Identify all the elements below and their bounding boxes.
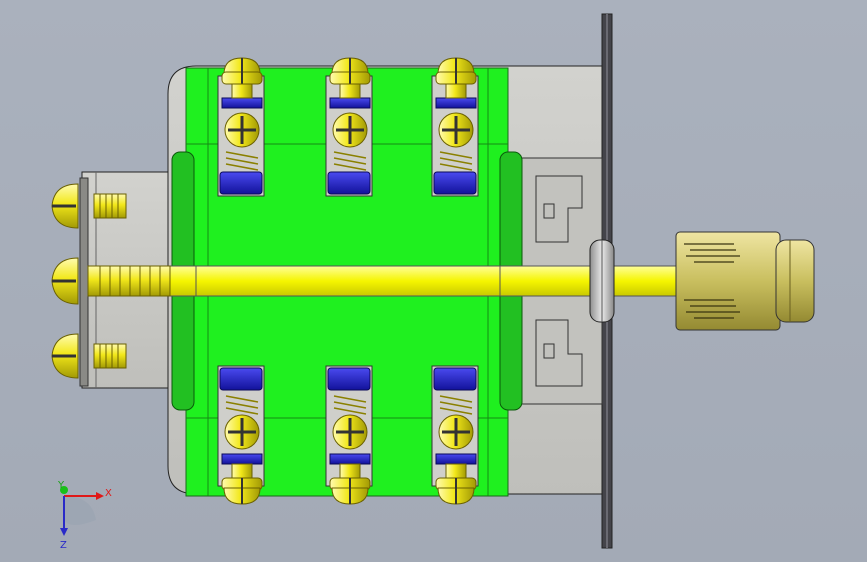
terminal-bottom-2[interactable] [325,365,373,505]
side-screw-bottom[interactable] [51,333,127,379]
terminal-top-2[interactable] [325,57,373,197]
y-axis-label: Y [57,480,65,491]
knob-gland[interactable] [675,231,815,331]
terminal-bottom-3[interactable] [431,365,479,505]
terminal-bottom-1[interactable] [217,365,265,505]
terminal-top-1[interactable] [217,57,265,197]
y-axis-arrow [60,486,68,494]
side-screw-top[interactable] [51,183,127,229]
shaft-ring [589,239,615,323]
x-axis-label: X [105,488,112,499]
axis-triad: X Y Z [57,480,112,551]
terminal-top-3[interactable] [431,57,479,197]
z-axis-label: Z [60,540,67,551]
side-screw-middle[interactable] [51,257,171,305]
